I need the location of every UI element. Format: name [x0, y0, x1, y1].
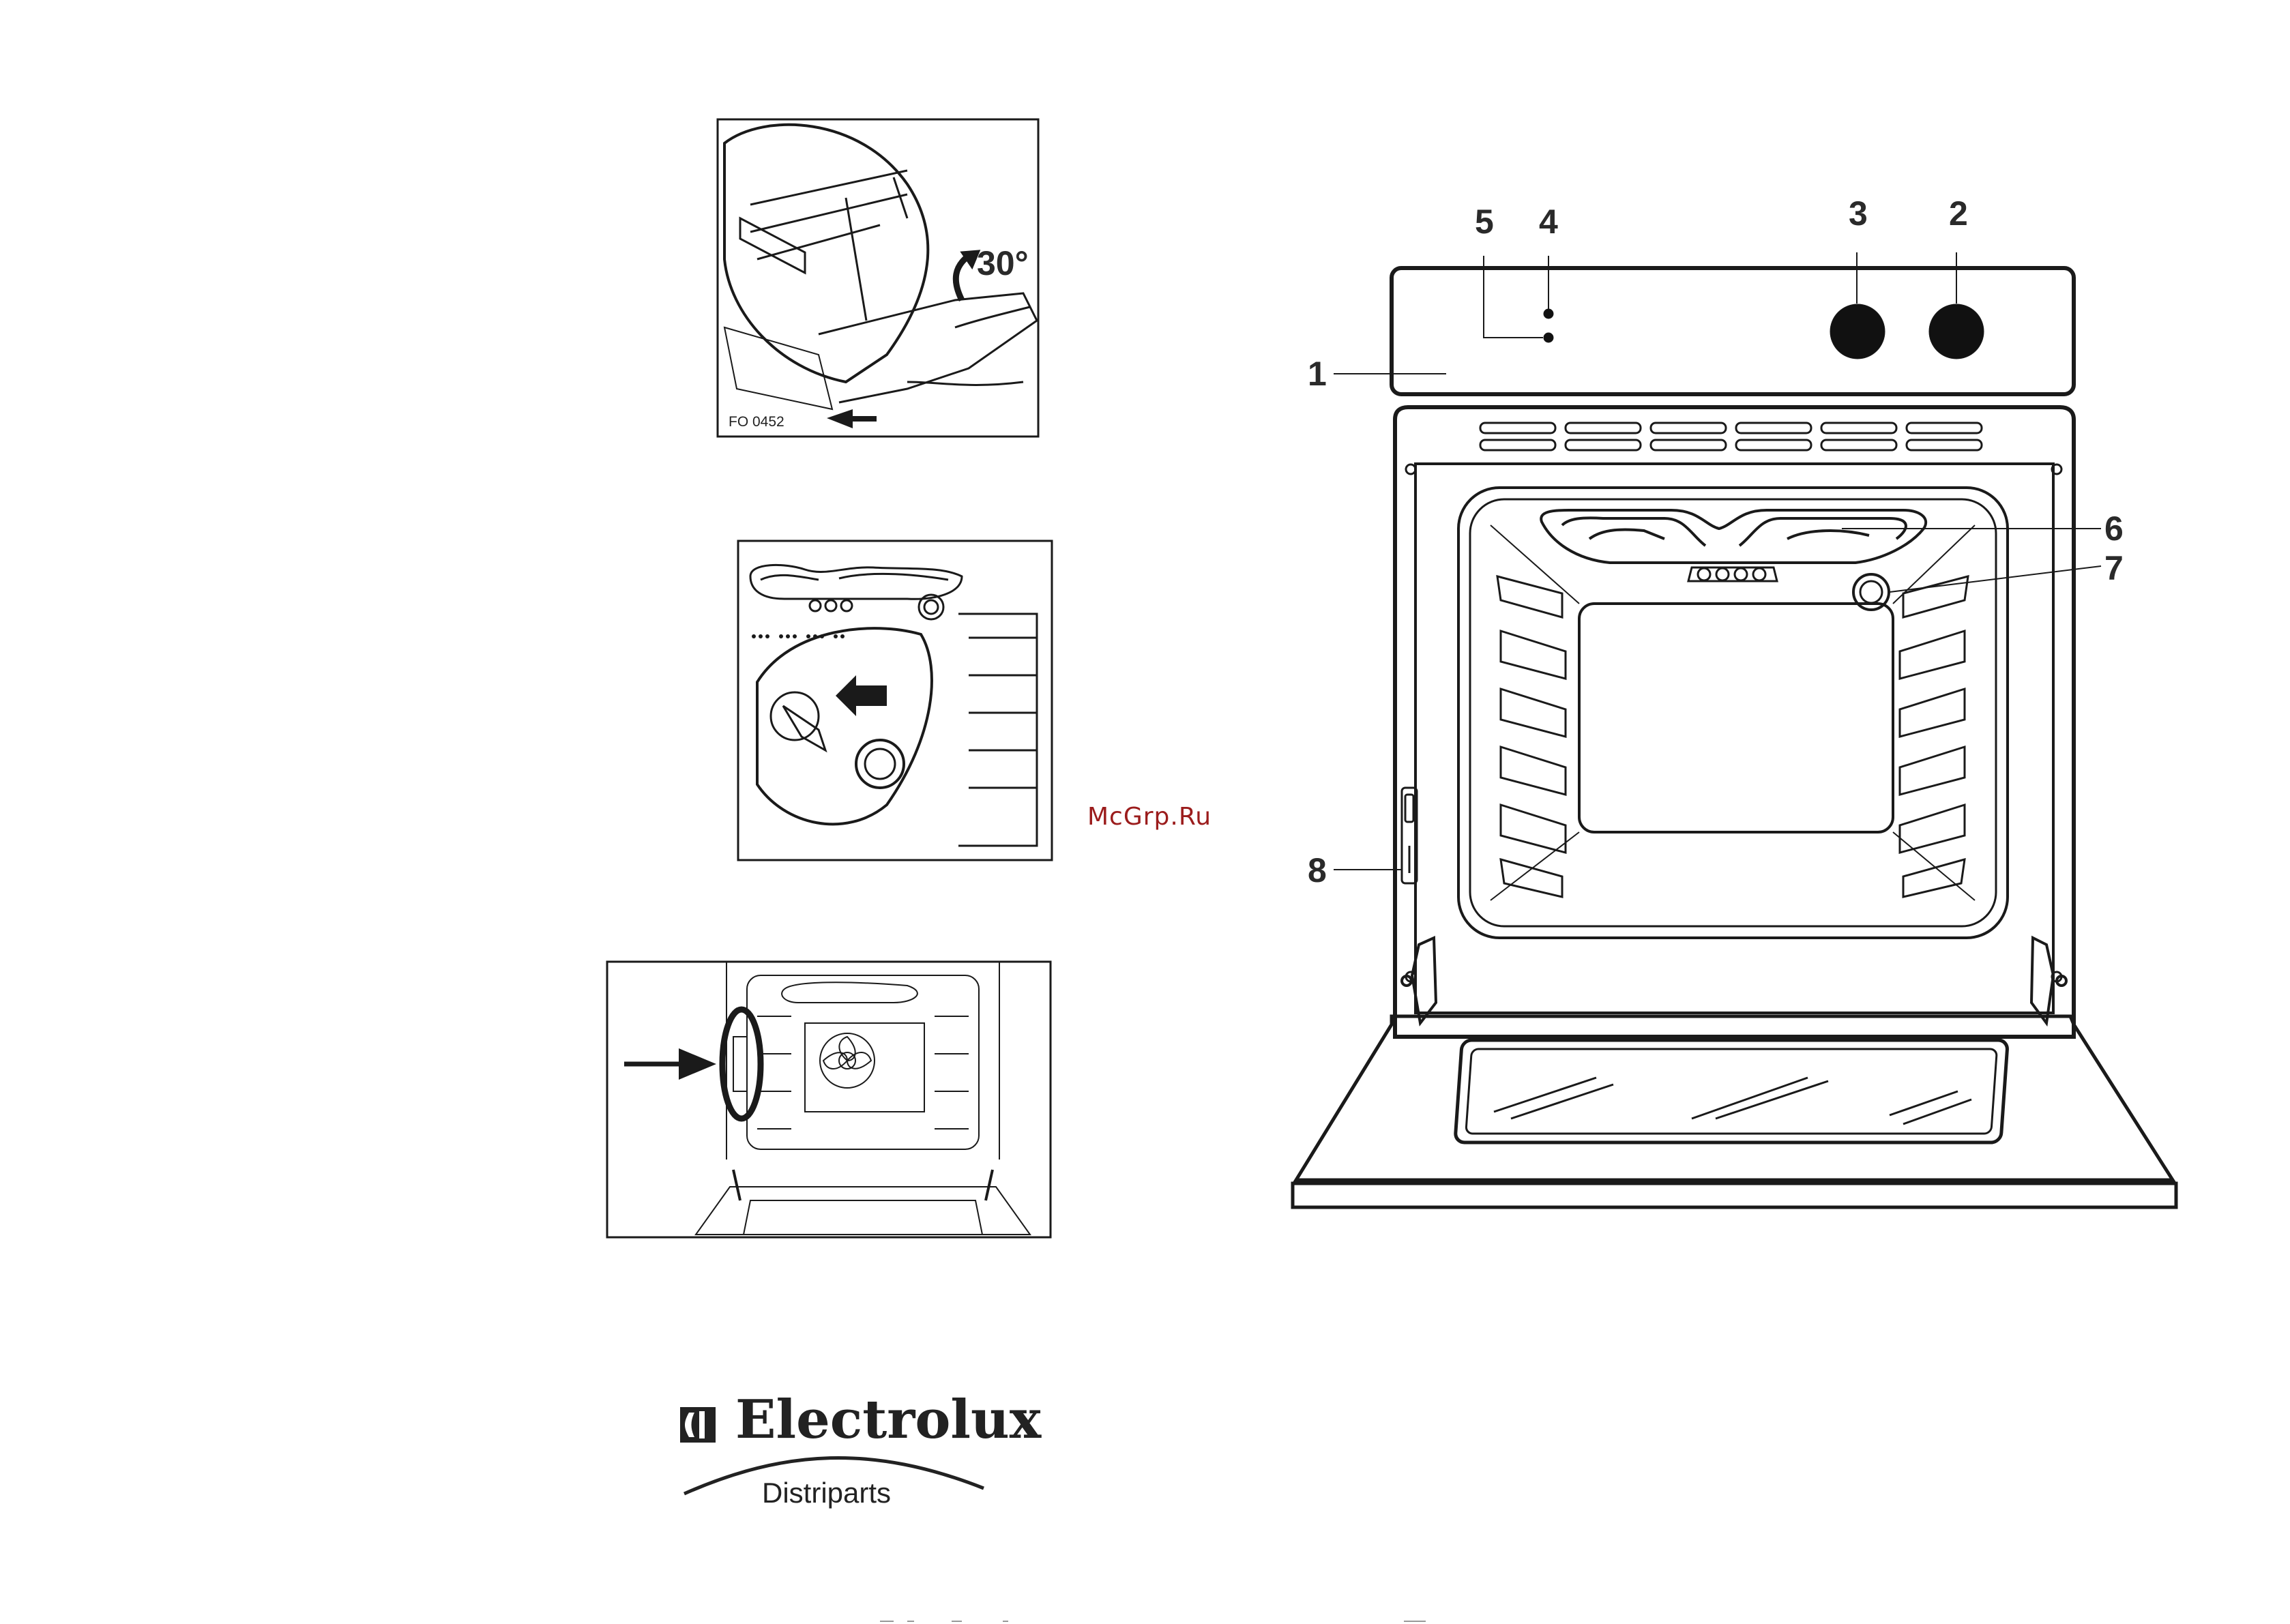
- angle-label: 30°: [977, 244, 1029, 282]
- indicator-light-5-icon: [1544, 333, 1553, 342]
- callout-8: 8: [1308, 851, 1327, 889]
- figure-lamp-replacement: [738, 541, 1052, 860]
- main-oven-diagram: 1 2 3 4 5 6 7 8: [1293, 194, 2176, 1207]
- indicator-light-4-icon: [1544, 309, 1553, 319]
- callout-6: 6: [2104, 510, 2124, 548]
- callout-4: 4: [1539, 203, 1558, 241]
- callout-7: 7: [2104, 549, 2124, 587]
- brand-subtitle: Distriparts: [762, 1477, 891, 1509]
- figure-side-panel: [607, 962, 1051, 1237]
- watermark-text: McGrp.Ru: [1087, 803, 1212, 831]
- brand-name: Electrolux: [735, 1389, 1041, 1451]
- callout-1: 1: [1308, 355, 1327, 393]
- figure-hinge-detail: FO 0452 30°: [718, 119, 1038, 437]
- right-shelf-runners: [1900, 576, 1968, 897]
- callout-3: 3: [1849, 194, 1868, 233]
- figure-code-label: FO 0452: [729, 414, 784, 430]
- knob-3-icon: [1830, 304, 1885, 359]
- left-shelf-runners: [1497, 576, 1566, 897]
- knob-2-icon: [1929, 304, 1984, 359]
- grill-element-icon: [1541, 510, 1926, 563]
- callout-5: 5: [1475, 203, 1494, 241]
- callout-2: 2: [1949, 194, 1968, 233]
